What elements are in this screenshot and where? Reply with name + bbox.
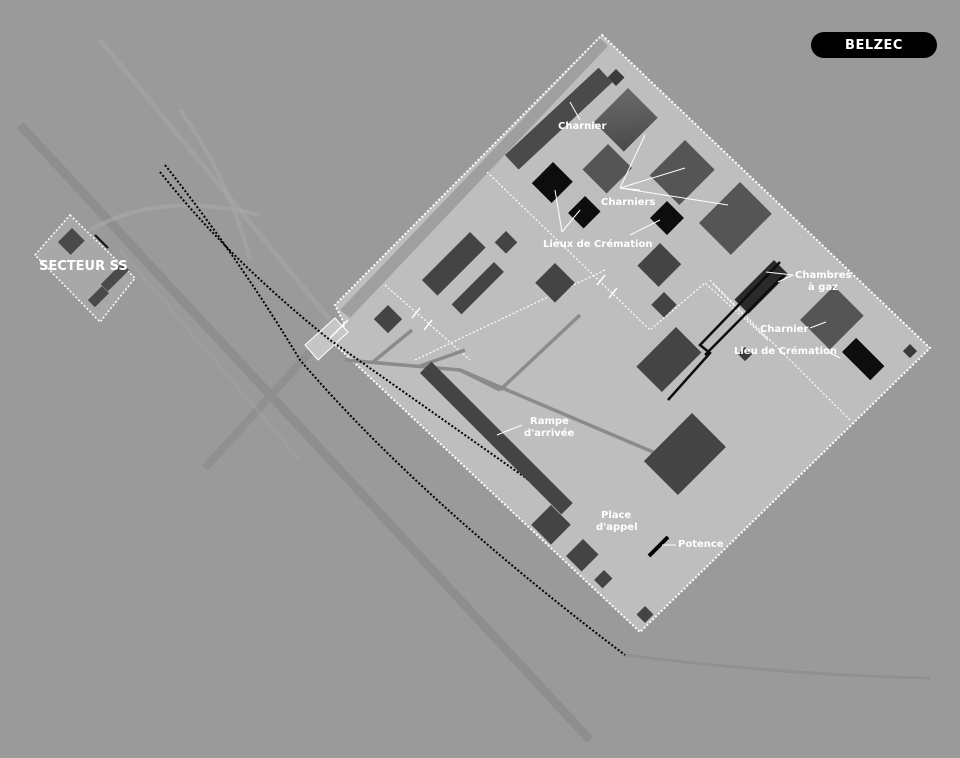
buildings: [329, 67, 918, 623]
potence-label: Potence: [678, 539, 724, 550]
camp-roads: [344, 313, 661, 457]
place-label-line1: Place: [601, 510, 631, 521]
chambres-label-line2: à gaz: [808, 281, 838, 293]
secteur-ss-label: SECTEUR SS: [39, 259, 128, 274]
charnier-right-label: Charnier: [760, 324, 808, 335]
inner-fences: [384, 171, 851, 421]
leader-lines: [496, 101, 841, 546]
lieu-cremation-label: Lieu de Crémation: [734, 345, 837, 357]
rail-lines: [159, 164, 626, 656]
secteur-ss-area: SECTEUR SS: [33, 213, 137, 324]
camp-enclosure: [304, 33, 932, 634]
rampe-label-line1: Rampe: [530, 416, 569, 427]
map-labels: Charnier Charniers Lieux de Crémation Ch…: [524, 121, 851, 550]
charniers-label: Charniers: [601, 197, 655, 208]
lieux-cremation-label: Lieux de Crémation: [543, 238, 652, 250]
background-roads: [16, 38, 931, 744]
rampe-label-line2: d'arrivée: [524, 427, 575, 439]
chambres-label-line1: Chambres: [795, 270, 851, 281]
place-label-line2: d'appel: [596, 522, 638, 533]
map-title-badge: BELZEC: [811, 32, 937, 58]
charnier-top-label: Charnier: [558, 121, 606, 132]
